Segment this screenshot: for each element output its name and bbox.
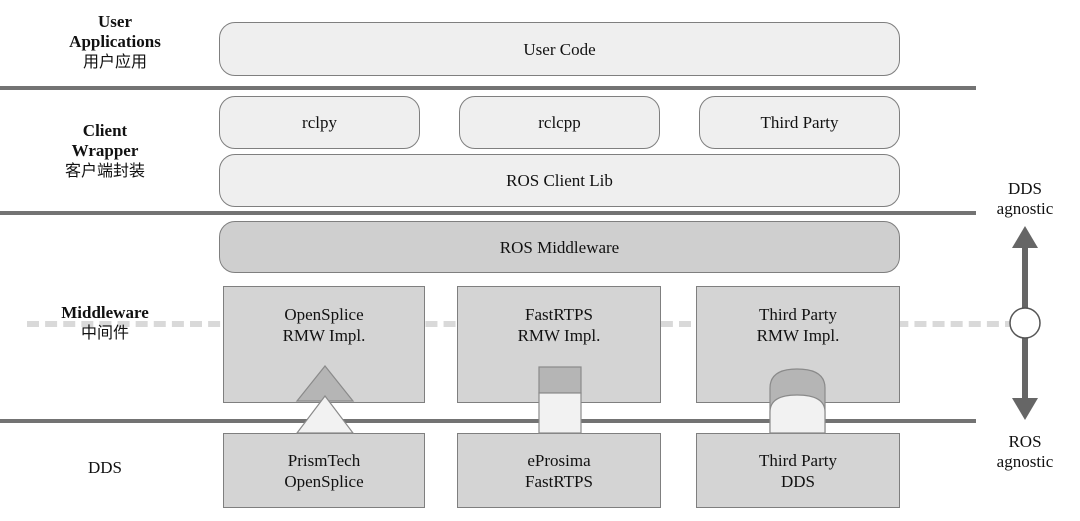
divider-top — [0, 86, 976, 90]
prismtech-box: PrismTech OpenSplice — [223, 433, 425, 508]
eprosima-box: eProsima FastRTPS — [457, 433, 661, 508]
dds-agnostic-line1: DDS — [1007, 179, 1042, 198]
eprosima-line2: FastRTPS — [525, 471, 593, 491]
middleware-zh: 中间件 — [80, 323, 129, 342]
third-party-rmw-line1: Third Party — [759, 305, 837, 324]
dds-agnostic-line2: agnostic — [996, 199, 1054, 218]
ros-client-lib-label: ROS Client Lib — [506, 171, 613, 190]
rclcpp-box: rclcpp — [459, 96, 660, 149]
ros-agnostic-label: ROS agnostic — [980, 432, 1070, 472]
user-code-label: User Code — [523, 39, 596, 59]
rclpy-box: rclpy — [219, 96, 420, 149]
eprosima-line1: eProsima — [527, 450, 591, 470]
client-wrapper-line2: Wrapper — [71, 141, 139, 160]
fastrtps-rmw-line2: RMW Impl. — [517, 326, 601, 345]
fastrtps-rmw-line1: FastRTPS — [525, 305, 593, 324]
prismtech-line2: OpenSplice — [284, 471, 364, 491]
opensplice-rmw-line2: RMW Impl. — [282, 326, 366, 345]
arrow-up-icon — [1012, 226, 1038, 248]
third-party-dds-line2: DDS — [780, 471, 815, 491]
axis-midpoint-circle — [1009, 307, 1041, 339]
arrow-down-icon — [1012, 398, 1038, 420]
opensplice-connector-bottom — [295, 395, 355, 434]
third-party-rmw-line2: RMW Impl. — [756, 326, 840, 345]
third-party-client-box: Third Party — [699, 96, 900, 149]
ros-agnostic-line1: ROS — [1008, 432, 1042, 451]
layer-label-middleware: Middleware 中间件 — [30, 303, 180, 343]
dds-agnostic-label: DDS agnostic — [980, 179, 1070, 219]
client-wrapper-zh: 客户端封装 — [64, 161, 145, 180]
layer-label-user-applications: User Applications 用户应用 — [40, 12, 190, 72]
user-applications-zh: 用户应用 — [82, 52, 147, 71]
user-applications-line2: Applications — [69, 32, 161, 51]
user-code-box: User Code — [219, 22, 900, 76]
third-party-dds-box: Third Party DDS — [696, 433, 900, 508]
third-party-client-label: Third Party — [760, 113, 839, 132]
opensplice-rmw-line1: OpenSplice — [284, 305, 364, 324]
third-party-dds-line1: Third Party — [759, 450, 837, 470]
layer-label-dds: DDS — [30, 458, 180, 478]
dds-title: DDS — [87, 458, 122, 477]
middleware-title: Middleware — [61, 303, 149, 322]
rclpy-label: rclpy — [302, 113, 337, 132]
divider-middleware-dds — [0, 419, 976, 423]
fastrtps-connector-top — [538, 366, 582, 394]
layer-label-client-wrapper: Client Wrapper 客户端封装 — [30, 121, 180, 181]
third-party-connector-bottom — [769, 394, 826, 434]
prismtech-line1: PrismTech — [287, 450, 361, 470]
user-applications-line1: User — [98, 12, 132, 31]
ros-client-lib-box: ROS Client Lib — [219, 154, 900, 207]
fastrtps-connector-bottom — [538, 392, 582, 434]
divider-client-middleware — [0, 211, 976, 215]
ros-agnostic-line2: agnostic — [996, 452, 1054, 471]
rclcpp-label: rclcpp — [538, 113, 581, 132]
ros-middleware-box: ROS Middleware — [219, 221, 900, 273]
ros-middleware-label: ROS Middleware — [499, 237, 620, 257]
client-wrapper-line1: Client — [82, 121, 128, 140]
